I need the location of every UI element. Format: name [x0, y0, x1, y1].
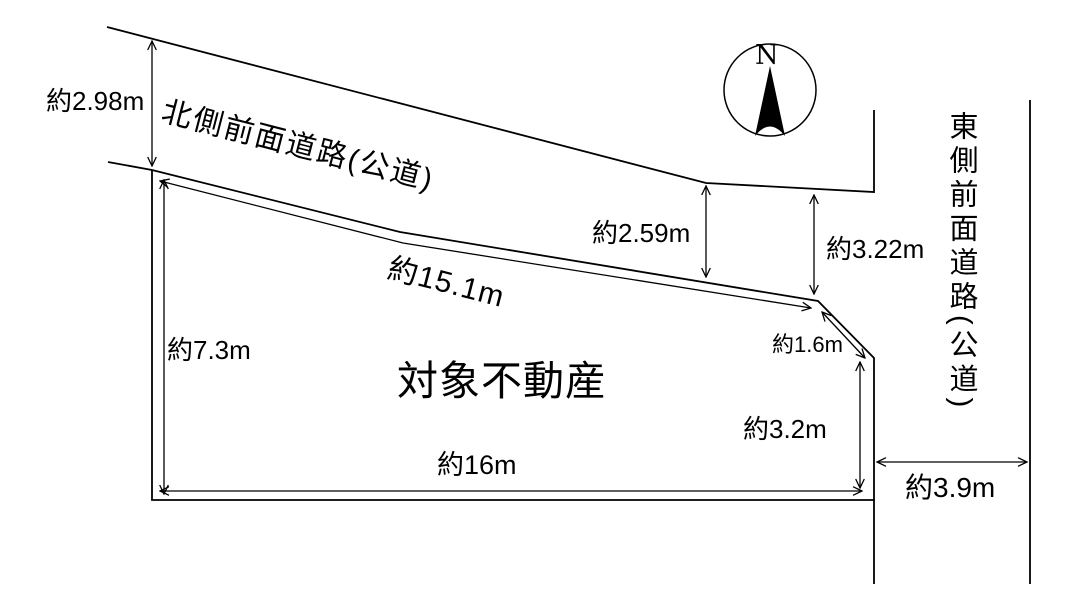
compass-north-label: N [755, 40, 779, 71]
road-gap-center-dimension-label: 約2.59m [592, 218, 691, 248]
compass-needle-icon [755, 66, 785, 136]
south-side-dimension-label: 約16m [437, 450, 517, 480]
north-road-width-dimension-label: 約2.98m [46, 86, 145, 116]
east-side-dimension-label: 約3.2m [743, 414, 827, 444]
west-side-dimension-label: 約7.3m [167, 335, 251, 365]
corner-cut-dimension-label: 約1.6m [772, 332, 843, 357]
east-road-width-dimension-label: 約3.9m [905, 472, 996, 503]
corner-cut-dimension-line [822, 312, 865, 358]
north-frontage-dimension-line [160, 181, 811, 308]
road-gap-east-dimension-label: 約3.22m [826, 234, 925, 264]
north-road-inner-edge-stub-line [107, 161, 153, 171]
east-road-label: 東側前面道路(公道) [945, 111, 977, 413]
compass-rose-icon [723, 43, 817, 137]
property-title-label: 対象不動産 [397, 358, 607, 404]
